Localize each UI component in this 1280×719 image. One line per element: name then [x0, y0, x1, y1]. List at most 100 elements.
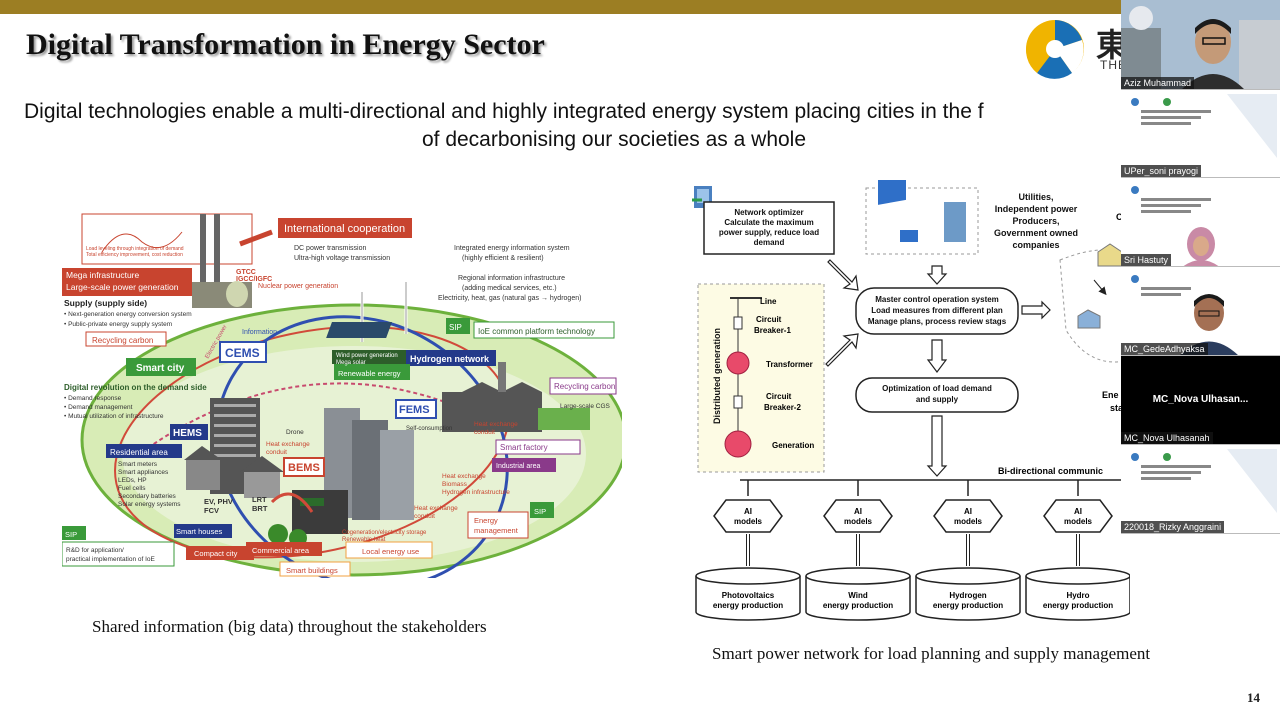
master-line-2: Load measures from different plan — [871, 306, 1003, 315]
utilities-line-4: Government owned — [994, 228, 1078, 238]
participant-center-label: MC_Nova Ulhasan... — [1152, 394, 1249, 405]
label-renewable-energy: Renewable energy — [338, 369, 401, 378]
participant-tile-1[interactable]: UPer_soni prayogi — [1121, 90, 1280, 178]
gtcc-line-1: GTCC — [236, 269, 256, 276]
production-label: energy production — [1043, 601, 1113, 610]
heat-conduit-3-line-1: Heat exchange — [414, 505, 458, 512]
logo-text: THE — [1100, 58, 1127, 72]
label-hydrogen-network: Hydrogen network — [410, 354, 490, 364]
utilities-line-1: Utilities, — [1018, 192, 1053, 202]
label-residential-area: Residential area — [110, 448, 168, 457]
heat-conduit-2-line-1: Heat exchange — [266, 441, 310, 448]
gtcc-line-2: IGCC/IGFC — [236, 276, 272, 283]
breaker1-line-2: Breaker-1 — [754, 326, 791, 335]
label-sip-2: SIP — [534, 507, 546, 516]
supply-bullet-2: • Public-private energy supply system — [64, 321, 172, 328]
label-distributed-generation: Distributed generation — [712, 328, 722, 424]
load-note-line-2: Total efficiency improvement, cost reduc… — [86, 252, 183, 258]
production-label: Wind — [848, 591, 868, 600]
ai-model-label: models — [734, 517, 763, 526]
label-international-cooperation: International cooperation — [284, 223, 405, 235]
integrated-info-line-1: Integrated energy information system — [454, 245, 570, 252]
utilities-line-5: companies — [1012, 240, 1059, 250]
production-cylinder — [695, 576, 801, 621]
cut-label-ene: Ene — [1102, 390, 1119, 400]
dc-power-line-1: DC power transmission — [294, 245, 366, 252]
production-cylinder-top — [805, 567, 911, 585]
rnd-line-1: R&D for application/ — [66, 547, 124, 554]
label-sip-1: SIP — [449, 323, 462, 332]
label-recycling-carbon-1: Recycling carbon — [92, 336, 153, 345]
rnd-line-2: practical implementation of IoE — [66, 556, 156, 563]
participant-face-icon — [1183, 227, 1219, 266]
cogeneration-line-1: Cogeneration/electricity storage — [342, 530, 427, 536]
utilities-line-2: Independent power — [995, 204, 1078, 214]
production-label: Photovoltaics — [722, 591, 775, 600]
participant-name: MC_Nova Ulhasanah — [1121, 432, 1213, 444]
production-label: energy production — [713, 601, 783, 610]
ai-model-label: AI — [854, 507, 862, 516]
breaker2-line-1: Circuit — [766, 392, 792, 401]
participant-tile-2[interactable]: Sri Hastuty — [1121, 178, 1280, 267]
regional-info-line-2: (adding medical services, etc.) — [462, 285, 557, 292]
participant-name: UPer_soni prayogi — [1121, 165, 1202, 177]
smart-city-energy-illustration: Load leveling through integration of dem… — [62, 213, 622, 578]
supply-bullet-1: • Next-generation energy conversion syst… — [64, 311, 192, 318]
ai-model-hexagon — [713, 499, 783, 533]
ev-line-1: EV, PHV — [204, 497, 233, 506]
shared-slide-thumbnail-icon — [1131, 186, 1211, 213]
production-label: Hydrogen — [949, 591, 986, 600]
res-item-3: LEDs, HP — [118, 477, 147, 484]
participant-tile-0[interactable]: Aziz Muhammad — [1121, 0, 1280, 90]
production-cylinder — [805, 576, 911, 621]
regional-info-line-1: Regional information infrastructure — [458, 275, 565, 282]
net-opt-line-1: Network optimizer — [734, 208, 803, 217]
university-logo-icon — [1026, 20, 1084, 79]
ai-model-label: AI — [964, 507, 972, 516]
production-cylinder — [915, 576, 1021, 621]
res-item-1: Smart meters — [118, 461, 158, 468]
page-number: 14 — [1247, 690, 1260, 705]
label-transformer: Transformer — [766, 360, 813, 369]
subtitle-line-1: Digital technologies enable a multi-dire… — [24, 100, 984, 123]
slide-subtitle: Digital technologies enable a multi-dire… — [24, 98, 1204, 154]
label-information: Information — [242, 329, 277, 336]
participant-tile-3[interactable]: MC_GedeAdhyaksa — [1121, 267, 1280, 356]
label-smart-buildings: Smart buildings — [286, 566, 338, 575]
ai-model-label: models — [844, 517, 873, 526]
production-label: Hydro — [1066, 591, 1089, 600]
demand-bullet-2: • Demand management — [64, 404, 133, 411]
label-ioe-platform: IoE common platform technology — [478, 327, 595, 336]
res-item-5: Secondary batteries — [118, 493, 177, 500]
gtcc-line-3: Nuclear power generation — [258, 283, 338, 290]
heat-bio-line-1: Heat exchange — [442, 473, 486, 480]
ai-model-hexagon — [823, 499, 893, 533]
shared-slide-thumbnail-icon — [1131, 275, 1191, 296]
caption-left: Shared information (big data) throughout… — [92, 617, 487, 636]
production-label: energy production — [823, 601, 893, 610]
label-fems: FEMS — [399, 404, 430, 416]
label-industrial-area: Industrial area — [496, 463, 540, 470]
shared-slide-thumbnail-icon — [1131, 449, 1277, 513]
participant-tile-5[interactable]: 220018_Rizky Anggraini — [1121, 445, 1280, 534]
demand-bullet-1: • Demand response — [64, 395, 122, 402]
utilities-line-3: Producers, — [1012, 216, 1059, 226]
participant-tile-4[interactable]: MC_Nova Ulhasan... MC_Nova Ulhasanah — [1121, 356, 1280, 445]
master-line-3: Manage plans, process review stags — [868, 317, 1007, 326]
energy-mgmt-line-2: management — [474, 526, 519, 535]
production-cylinder — [1025, 576, 1130, 621]
label-cems: CEMS — [225, 346, 260, 360]
label-bems: BEMS — [288, 462, 320, 474]
net-opt-line-4: demand — [754, 238, 785, 247]
opt-line-1: Optimization of load demand — [882, 384, 992, 393]
participant-name: Aziz Muhammad — [1121, 77, 1195, 89]
label-hems: HEMS — [173, 428, 202, 439]
heat-conduit-1-line-1: Heat exchange — [474, 421, 518, 428]
wind-solar-line-2: Mega solar — [336, 360, 366, 366]
net-opt-line-3: power supply, reduce load — [719, 228, 819, 237]
res-item-4: Fuel cells — [118, 485, 146, 492]
lrt-line-2: BRT — [252, 504, 268, 513]
